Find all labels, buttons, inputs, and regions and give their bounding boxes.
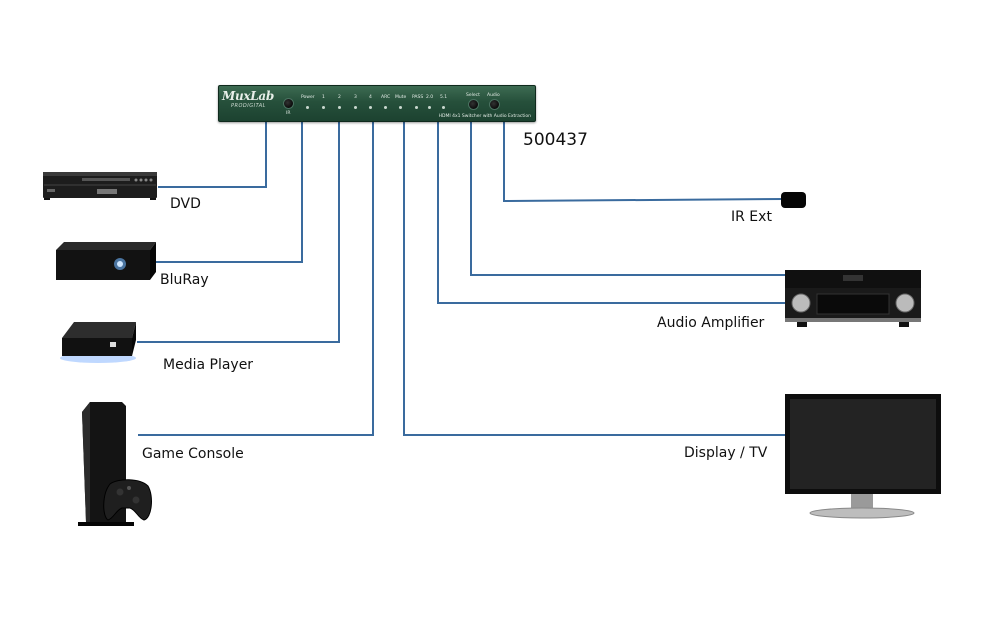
bluray-label: BluRay (160, 272, 209, 288)
wire-amp-arc (470, 120, 785, 276)
indicator-2-0: 2.0 (426, 95, 434, 100)
led-5-1 (442, 106, 445, 109)
dvd-player-icon (42, 170, 158, 202)
wire-ir-ext (503, 120, 785, 203)
indicator-1: 1 (322, 95, 325, 100)
indicator-2: 2 (338, 95, 341, 100)
select-button[interactable] (468, 99, 479, 110)
audio-amplifier-label: Audio Amplifier (657, 315, 765, 331)
game-console-icon (78, 400, 153, 528)
brand-logo: MuxLab (222, 89, 274, 103)
ir-sensor-icon (283, 98, 294, 109)
game-console-label: Game Console (142, 446, 244, 462)
led-1 (322, 106, 325, 109)
wire-dvd (158, 120, 267, 188)
dvd-label: DVD (170, 196, 201, 212)
led-power (306, 106, 309, 109)
led-3 (354, 106, 357, 109)
wire-amp-audio (437, 120, 785, 304)
select-label: Select (466, 93, 480, 98)
led-2-0 (428, 106, 431, 109)
switcher-tagline: HDMI 4x1 Switcher with Audio Extraction (438, 114, 531, 119)
led-2 (338, 106, 341, 109)
led-arc (384, 106, 387, 109)
audio-label: Audio (487, 93, 500, 98)
display-tv-label: Display / TV (684, 445, 768, 461)
led-mute (399, 106, 402, 109)
wire-game-console (138, 120, 374, 436)
audio-amplifier-icon (783, 268, 923, 328)
indicator-4: 4 (369, 95, 372, 100)
led-4 (369, 106, 372, 109)
display-tv-icon (785, 392, 943, 520)
indicator-pass: PASS (412, 95, 424, 100)
wire-bluray (155, 120, 303, 263)
bluray-player-icon (50, 240, 158, 284)
wire-display (403, 120, 786, 436)
indicator-arc: ARC (381, 95, 391, 100)
indicator-mute: Mute (395, 95, 407, 100)
led-pass (415, 106, 418, 109)
brand-sub-logo: PRODIGITAL (231, 103, 266, 109)
ir-ext-label: IR Ext (731, 209, 772, 225)
media-player-label: Media Player (163, 357, 254, 373)
indicator-power: Power (301, 95, 315, 100)
indicator-3: 3 (354, 95, 357, 100)
hdmi-switcher: MuxLab PRODIGITAL IR Power 1 2 3 4 ARC M… (218, 85, 536, 122)
indicator-5-1: 5.1 (440, 95, 448, 100)
audio-button[interactable] (489, 99, 500, 110)
wire-media-player (137, 120, 340, 343)
ir-label: IR (286, 111, 291, 116)
model-number: 500437 (523, 130, 588, 150)
media-player-icon (58, 318, 140, 364)
ir-extender-icon (781, 192, 806, 208)
